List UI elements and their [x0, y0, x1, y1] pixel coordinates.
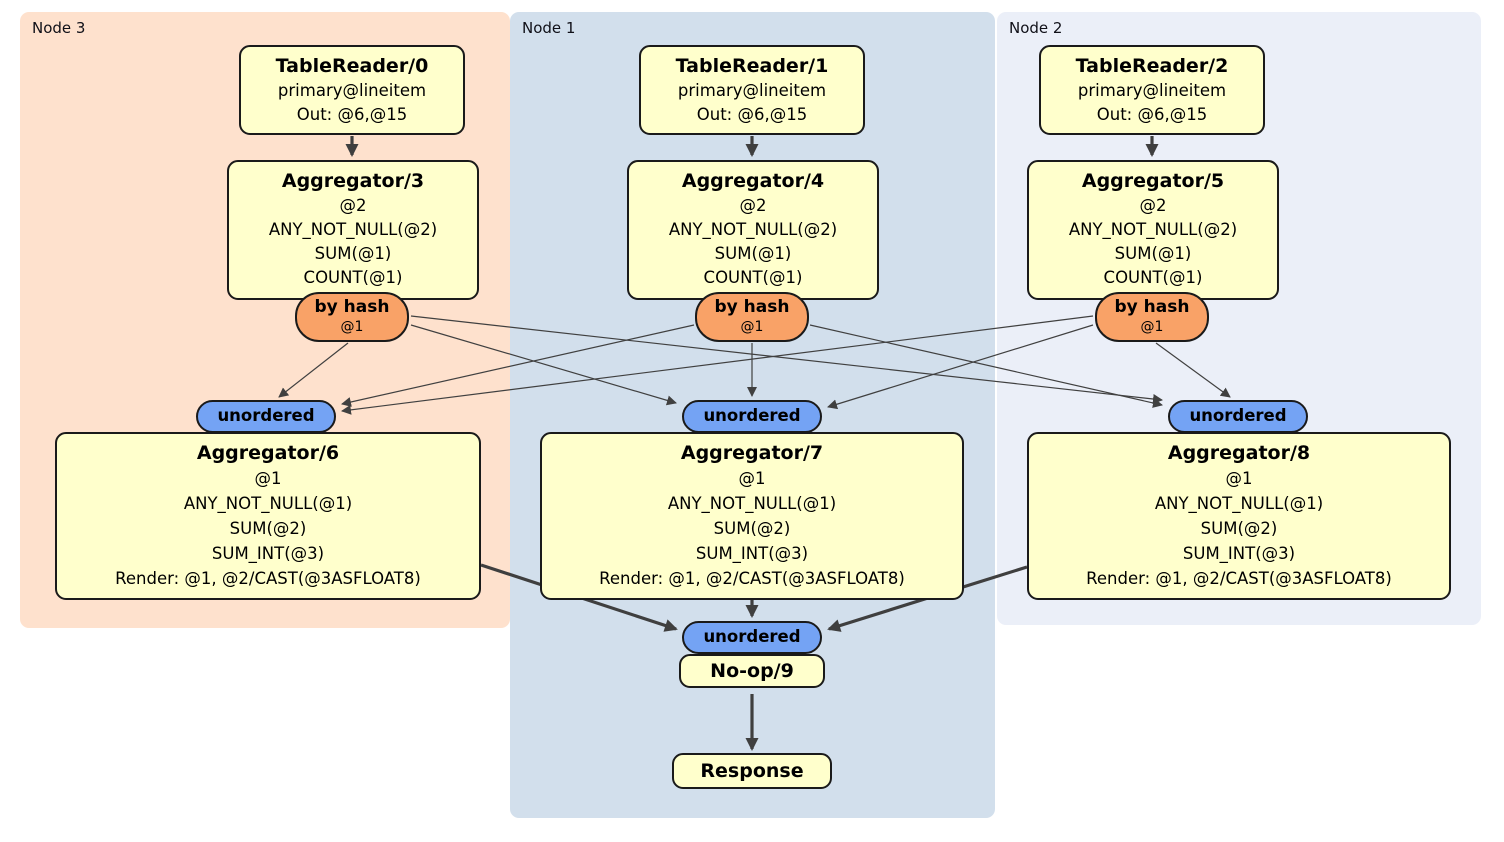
op-title: Aggregator/8 [1167, 442, 1311, 464]
aggregator-box-3: Aggregator/3 @2 ANY_NOT_NULL(@2) SUM(@1)… [227, 160, 479, 300]
region-node3-label: Node 3 [32, 19, 86, 37]
region-node1-label: Node 1 [522, 19, 576, 37]
op-line: Out: @6,@15 [296, 105, 408, 124]
op-line: SUM(@2) [713, 519, 791, 538]
hash-router-oval-1: by hash @1 [695, 292, 809, 342]
op-title: Response [700, 760, 804, 782]
op-line: SUM_INT(@3) [211, 544, 325, 563]
op-title: Aggregator/5 [1081, 170, 1225, 192]
op-line: SUM_INT(@3) [695, 544, 809, 563]
aggregator-box-4: Aggregator/4 @2 ANY_NOT_NULL(@2) SUM(@1)… [627, 160, 879, 300]
op-line: ANY_NOT_NULL(@2) [1068, 220, 1238, 239]
region-node2-label: Node 2 [1009, 19, 1063, 37]
op-line: SUM(@1) [314, 244, 392, 263]
op-title: Aggregator/3 [281, 170, 425, 192]
table-reader-box-2: TableReader/2 primary@lineitem Out: @6,@… [1039, 45, 1265, 135]
hash-router-oval-2: by hash @1 [1095, 292, 1209, 342]
op-line: SUM(@2) [1200, 519, 1278, 538]
op-line: primary@lineitem [277, 81, 427, 100]
final-unordered-sync-oval: unordered [682, 621, 822, 654]
hash-router-label: by hash [314, 297, 390, 317]
op-line: Render: @1, @2/CAST(@3ASFLOAT8) [115, 569, 421, 588]
op-line: ANY_NOT_NULL(@2) [668, 220, 838, 239]
op-line: @2 [1139, 196, 1167, 215]
unordered-sync-oval-0: unordered [196, 400, 336, 433]
op-title: TableReader/0 [275, 55, 429, 77]
op-line: COUNT(@1) [703, 268, 803, 287]
op-line: SUM(@2) [229, 519, 307, 538]
op-line: COUNT(@1) [303, 268, 403, 287]
op-line: Render: @1, @2/CAST(@3ASFLOAT8) [1086, 569, 1392, 588]
op-line: SUM(@1) [714, 244, 792, 263]
op-line: ANY_NOT_NULL(@1) [667, 494, 837, 513]
unordered-sync-oval-2: unordered [1168, 400, 1308, 433]
op-line: ANY_NOT_NULL(@2) [268, 220, 438, 239]
hash-router-columns: @1 [740, 319, 764, 335]
op-title: Aggregator/6 [196, 442, 340, 464]
op-line: Out: @6,@15 [1096, 105, 1208, 124]
aggregator-box-7: Aggregator/7 @1 ANY_NOT_NULL(@1) SUM(@2)… [540, 432, 964, 600]
op-title: Aggregator/7 [680, 442, 824, 464]
op-line: ANY_NOT_NULL(@1) [183, 494, 353, 513]
unordered-sync-oval-1: unordered [682, 400, 822, 433]
op-title: No-op/9 [710, 660, 794, 682]
op-line: SUM(@1) [1114, 244, 1192, 263]
op-line: @2 [739, 196, 767, 215]
op-line: @1 [1225, 469, 1253, 488]
hash-router-columns: @1 [1140, 319, 1164, 335]
op-line: @2 [339, 196, 367, 215]
op-line: @1 [738, 469, 766, 488]
table-reader-box-1: TableReader/1 primary@lineitem Out: @6,@… [639, 45, 865, 135]
hash-router-label: by hash [1114, 297, 1190, 317]
op-line: @1 [254, 469, 282, 488]
hash-router-label: by hash [714, 297, 790, 317]
aggregator-box-8: Aggregator/8 @1 ANY_NOT_NULL(@1) SUM(@2)… [1027, 432, 1451, 600]
op-line: ANY_NOT_NULL(@1) [1154, 494, 1324, 513]
op-line: Out: @6,@15 [696, 105, 808, 124]
noop-box: No-op/9 [679, 654, 825, 688]
op-title: TableReader/2 [1075, 55, 1229, 77]
hash-router-columns: @1 [340, 319, 364, 335]
op-line: primary@lineitem [677, 81, 827, 100]
aggregator-box-5: Aggregator/5 @2 ANY_NOT_NULL(@2) SUM(@1)… [1027, 160, 1279, 300]
op-line: SUM_INT(@3) [1182, 544, 1296, 563]
op-title: TableReader/1 [675, 55, 829, 77]
op-title: Aggregator/4 [681, 170, 825, 192]
op-line: COUNT(@1) [1103, 268, 1203, 287]
table-reader-box-0: TableReader/0 primary@lineitem Out: @6,@… [239, 45, 465, 135]
response-box: Response [672, 753, 832, 789]
aggregator-box-6: Aggregator/6 @1 ANY_NOT_NULL(@1) SUM(@2)… [55, 432, 481, 600]
op-line: primary@lineitem [1077, 81, 1227, 100]
op-line: Render: @1, @2/CAST(@3ASFLOAT8) [599, 569, 905, 588]
hash-router-oval-0: by hash @1 [295, 292, 409, 342]
